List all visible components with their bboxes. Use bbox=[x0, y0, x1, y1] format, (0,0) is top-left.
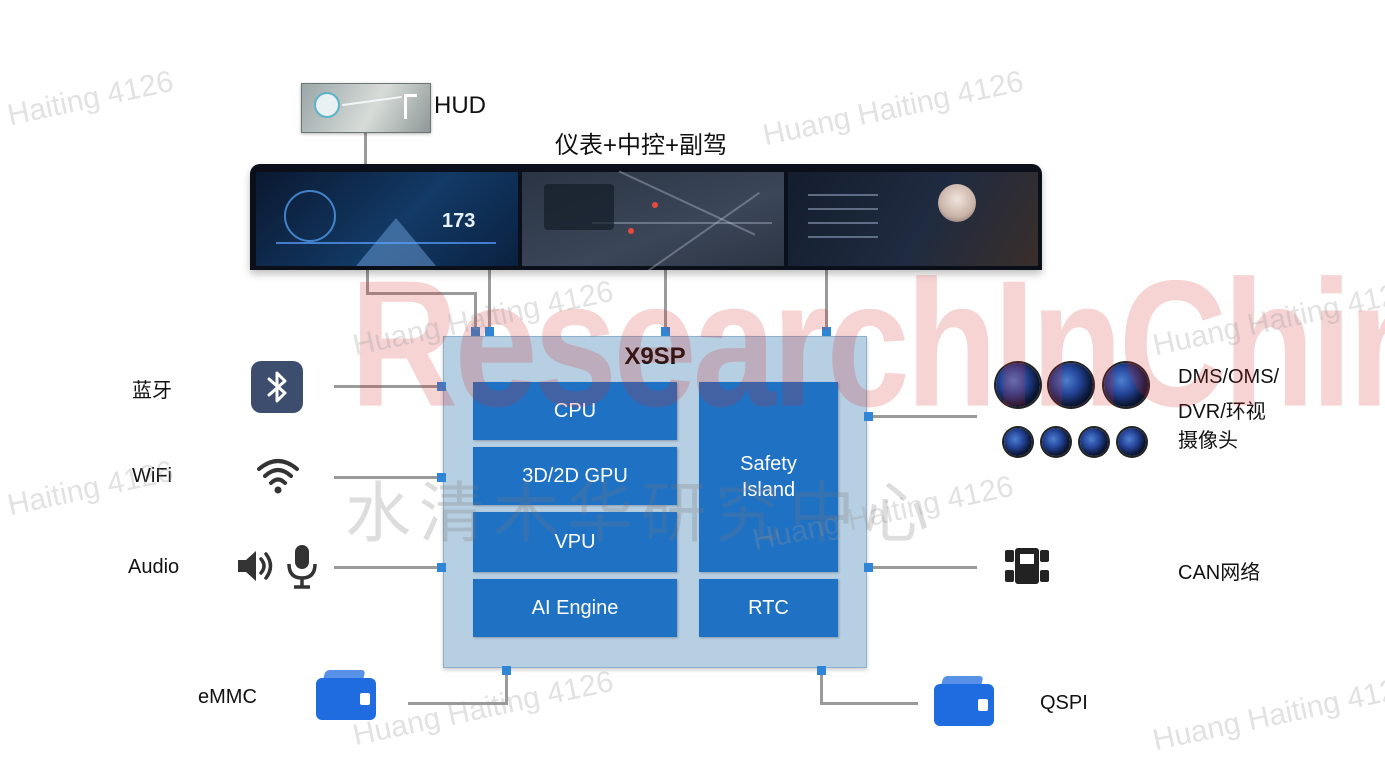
hud-road bbox=[342, 95, 402, 107]
chip-pin bbox=[485, 327, 494, 336]
block-gpu: 3D/2D GPU bbox=[473, 447, 677, 505]
connector-emmc-v bbox=[505, 666, 508, 704]
hud-arrow-icon bbox=[404, 94, 417, 119]
media-list-line bbox=[808, 236, 878, 238]
chip-pin bbox=[864, 412, 873, 421]
connector-display-chip-4 bbox=[825, 268, 828, 336]
camera-small-icon bbox=[1004, 428, 1032, 456]
media-list-line bbox=[808, 208, 878, 210]
camera-icon bbox=[1049, 363, 1093, 407]
audio-label: Audio bbox=[128, 556, 180, 578]
connector-emmc-h bbox=[408, 702, 508, 705]
chip-pin bbox=[471, 327, 480, 336]
connector-audio bbox=[334, 566, 443, 569]
cluster-screen: 173 bbox=[256, 172, 518, 266]
media-list-line bbox=[808, 194, 878, 196]
artist-avatar bbox=[938, 184, 976, 222]
watermark-author: Huang Haiting 4126 bbox=[1150, 669, 1385, 758]
connector-qspi-h bbox=[820, 702, 918, 705]
camera-small-icon bbox=[1118, 428, 1146, 456]
hud-label: HUD bbox=[434, 92, 486, 119]
can-network-icon bbox=[1003, 542, 1051, 590]
connector-display-chip-2 bbox=[488, 268, 491, 336]
block-ai-engine: AI Engine bbox=[473, 579, 677, 637]
chip-pin bbox=[502, 666, 511, 675]
passenger-screen bbox=[788, 172, 1038, 266]
chip-pin bbox=[437, 473, 446, 482]
map-panel bbox=[544, 184, 614, 230]
cameras-label-line1: DMS/OMS/ bbox=[1178, 366, 1280, 388]
wallet-tab bbox=[978, 699, 988, 711]
block-rtc: RTC bbox=[699, 579, 838, 637]
microphone-icon bbox=[284, 542, 320, 590]
center-screen bbox=[522, 170, 784, 270]
media-list-line bbox=[808, 222, 878, 224]
connector-display-chip-3 bbox=[664, 268, 667, 336]
map-poi bbox=[628, 228, 634, 234]
cameras-label-line3: 摄像头 bbox=[1178, 430, 1238, 452]
chip-title: X9SP bbox=[624, 343, 686, 370]
connector-can bbox=[865, 566, 977, 569]
watermark-brand: ResearchInChina bbox=[350, 242, 1385, 444]
map-road bbox=[592, 222, 772, 224]
camera-icon bbox=[996, 363, 1040, 407]
block-safety-island: Safety Island bbox=[699, 382, 838, 572]
wifi-icon bbox=[255, 455, 301, 495]
wifi-label: WiFi bbox=[132, 465, 172, 487]
chip-pin bbox=[817, 666, 826, 675]
connector-wifi bbox=[334, 476, 443, 479]
connector-bluetooth bbox=[334, 385, 443, 388]
camera-small-icon bbox=[1080, 428, 1108, 456]
qspi-storage-icon bbox=[934, 684, 994, 726]
bluetooth-label: 蓝牙 bbox=[132, 380, 172, 402]
chip-pin bbox=[822, 327, 831, 336]
connector-display-chip-1 bbox=[366, 268, 369, 294]
connector-hud-display bbox=[364, 131, 367, 167]
connector-display-chip-1h bbox=[366, 292, 476, 295]
hud-image bbox=[301, 83, 431, 133]
connector-cameras bbox=[865, 415, 977, 418]
chip-pin bbox=[437, 382, 446, 391]
emmc-label: eMMC bbox=[198, 686, 257, 708]
chip-pin bbox=[437, 563, 446, 572]
camera-icon bbox=[1104, 363, 1148, 407]
block-cpu: CPU bbox=[473, 382, 677, 440]
watermark-author: Huang Haiting 4126 bbox=[760, 64, 1027, 153]
cameras-label-line2: DVR/环视 bbox=[1178, 401, 1266, 423]
connector-display-chip-1v bbox=[474, 292, 477, 336]
chip-pin bbox=[661, 327, 670, 336]
block-safety-line1: Safety bbox=[740, 453, 797, 475]
bluetooth-icon bbox=[251, 361, 303, 413]
emmc-storage-icon bbox=[316, 678, 376, 720]
cluster-gauge-left bbox=[284, 190, 336, 242]
watermark-brand-cn: 水清木华研究中心 bbox=[345, 476, 937, 550]
cluster-speed: 173 bbox=[442, 210, 476, 232]
block-safety-line2: Island bbox=[741, 479, 796, 501]
connector-qspi-v bbox=[820, 666, 823, 704]
display-label: 仪表+中控+副驾 bbox=[555, 132, 728, 159]
camera-small-icon bbox=[1042, 428, 1070, 456]
cluster-horizon bbox=[276, 242, 496, 244]
watermark-author: Huang Haiting 4126 bbox=[0, 454, 177, 543]
qspi-label: QSPI bbox=[1040, 692, 1088, 714]
watermark-author: Huang Haiting 4126 bbox=[350, 664, 617, 753]
wallet-tab bbox=[360, 693, 370, 705]
block-vpu: VPU bbox=[473, 512, 677, 572]
hud-gauge bbox=[314, 92, 340, 118]
speaker-icon bbox=[234, 544, 278, 588]
display-strip: 173 bbox=[250, 164, 1042, 270]
map-poi bbox=[652, 202, 658, 208]
watermark-author: Huang Haiting 4126 bbox=[0, 64, 177, 153]
map-road bbox=[618, 170, 756, 236]
chip-pin bbox=[864, 563, 873, 572]
can-label: CAN网络 bbox=[1178, 562, 1261, 584]
chip-x9sp: X9SP CPU 3D/2D GPU VPU AI Engine Safety … bbox=[443, 336, 867, 668]
